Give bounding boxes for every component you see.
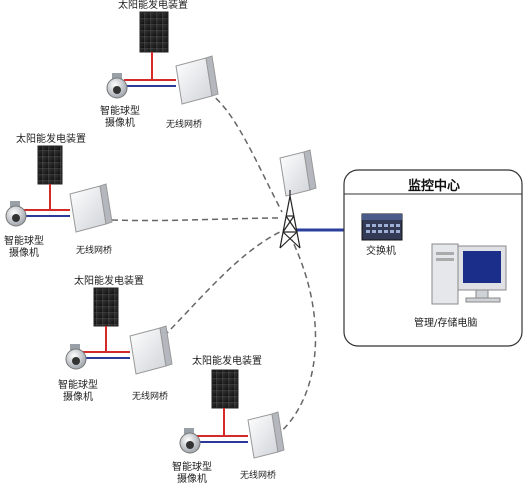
camera-label-1: 智能球型 摄像机 [90,106,150,130]
bridge-label-3: 无线网桥 [132,392,169,402]
solar-panel [139,11,169,53]
switch-icon [361,213,403,241]
bridge-label-4: 无线网桥 [240,471,277,481]
camera [5,201,27,227]
switch-label: 交换机 [366,246,396,257]
camera-label-3: 智能球型 摄像机 [48,380,108,404]
solar-label-1: 太阳能发电装置 [118,0,188,11]
wireless-link-1 [207,91,283,213]
wireless-link-3 [163,229,285,337]
camera-label-line1: 智能球型 [58,380,98,391]
solar-link [82,326,130,353]
camera-label-line1: 智能球型 [4,236,44,247]
central-wireless-bridge [279,149,317,197]
camera-label-line2: 摄像机 [63,392,93,403]
wireless-bridge [247,411,285,459]
computer-icon [431,243,507,305]
node-group-3 [65,287,173,375]
camera-label-line2: 摄像机 [9,248,39,259]
wireless-bridge [69,183,113,233]
camera-label-4: 智能球型 摄像机 [162,462,222,486]
solar-panel [37,145,63,185]
wireless-bridge [175,55,219,105]
solar-link [22,184,70,211]
node-group-1 [106,11,219,105]
solar-label-3: 太阳能发电装置 [74,276,144,287]
camera [65,344,87,370]
camera-label-2: 智能球型 摄像机 [0,236,54,260]
camera-label-line1: 智能球型 [172,462,212,473]
solar-link [196,408,248,437]
wireless-link-2 [111,217,283,222]
solar-label-4: 太阳能发电装置 [192,356,262,367]
node-group-2 [5,145,113,233]
solar-link [124,52,176,81]
solar-panel [93,287,119,327]
camera-label-line2: 摄像机 [105,118,135,129]
camera [179,428,201,454]
bridge-label-1: 无线网桥 [166,120,203,130]
camera [106,73,128,99]
pc-label: 管理/存储电脑 [414,318,478,329]
wireless-links [111,91,317,437]
solar-panel [211,369,239,409]
bridge-label-2: 无线网桥 [76,246,113,256]
wireless-link-4 [275,239,317,437]
camera-label-line1: 智能球型 [100,106,140,117]
solar-label-2: 太阳能发电装置 [16,134,86,145]
tower-icon [279,190,301,249]
wireless-bridge [129,325,173,375]
node-group-4 [179,369,285,459]
monitor-center-title: 监控中心 [408,179,461,194]
camera-label-line2: 摄像机 [177,474,207,485]
